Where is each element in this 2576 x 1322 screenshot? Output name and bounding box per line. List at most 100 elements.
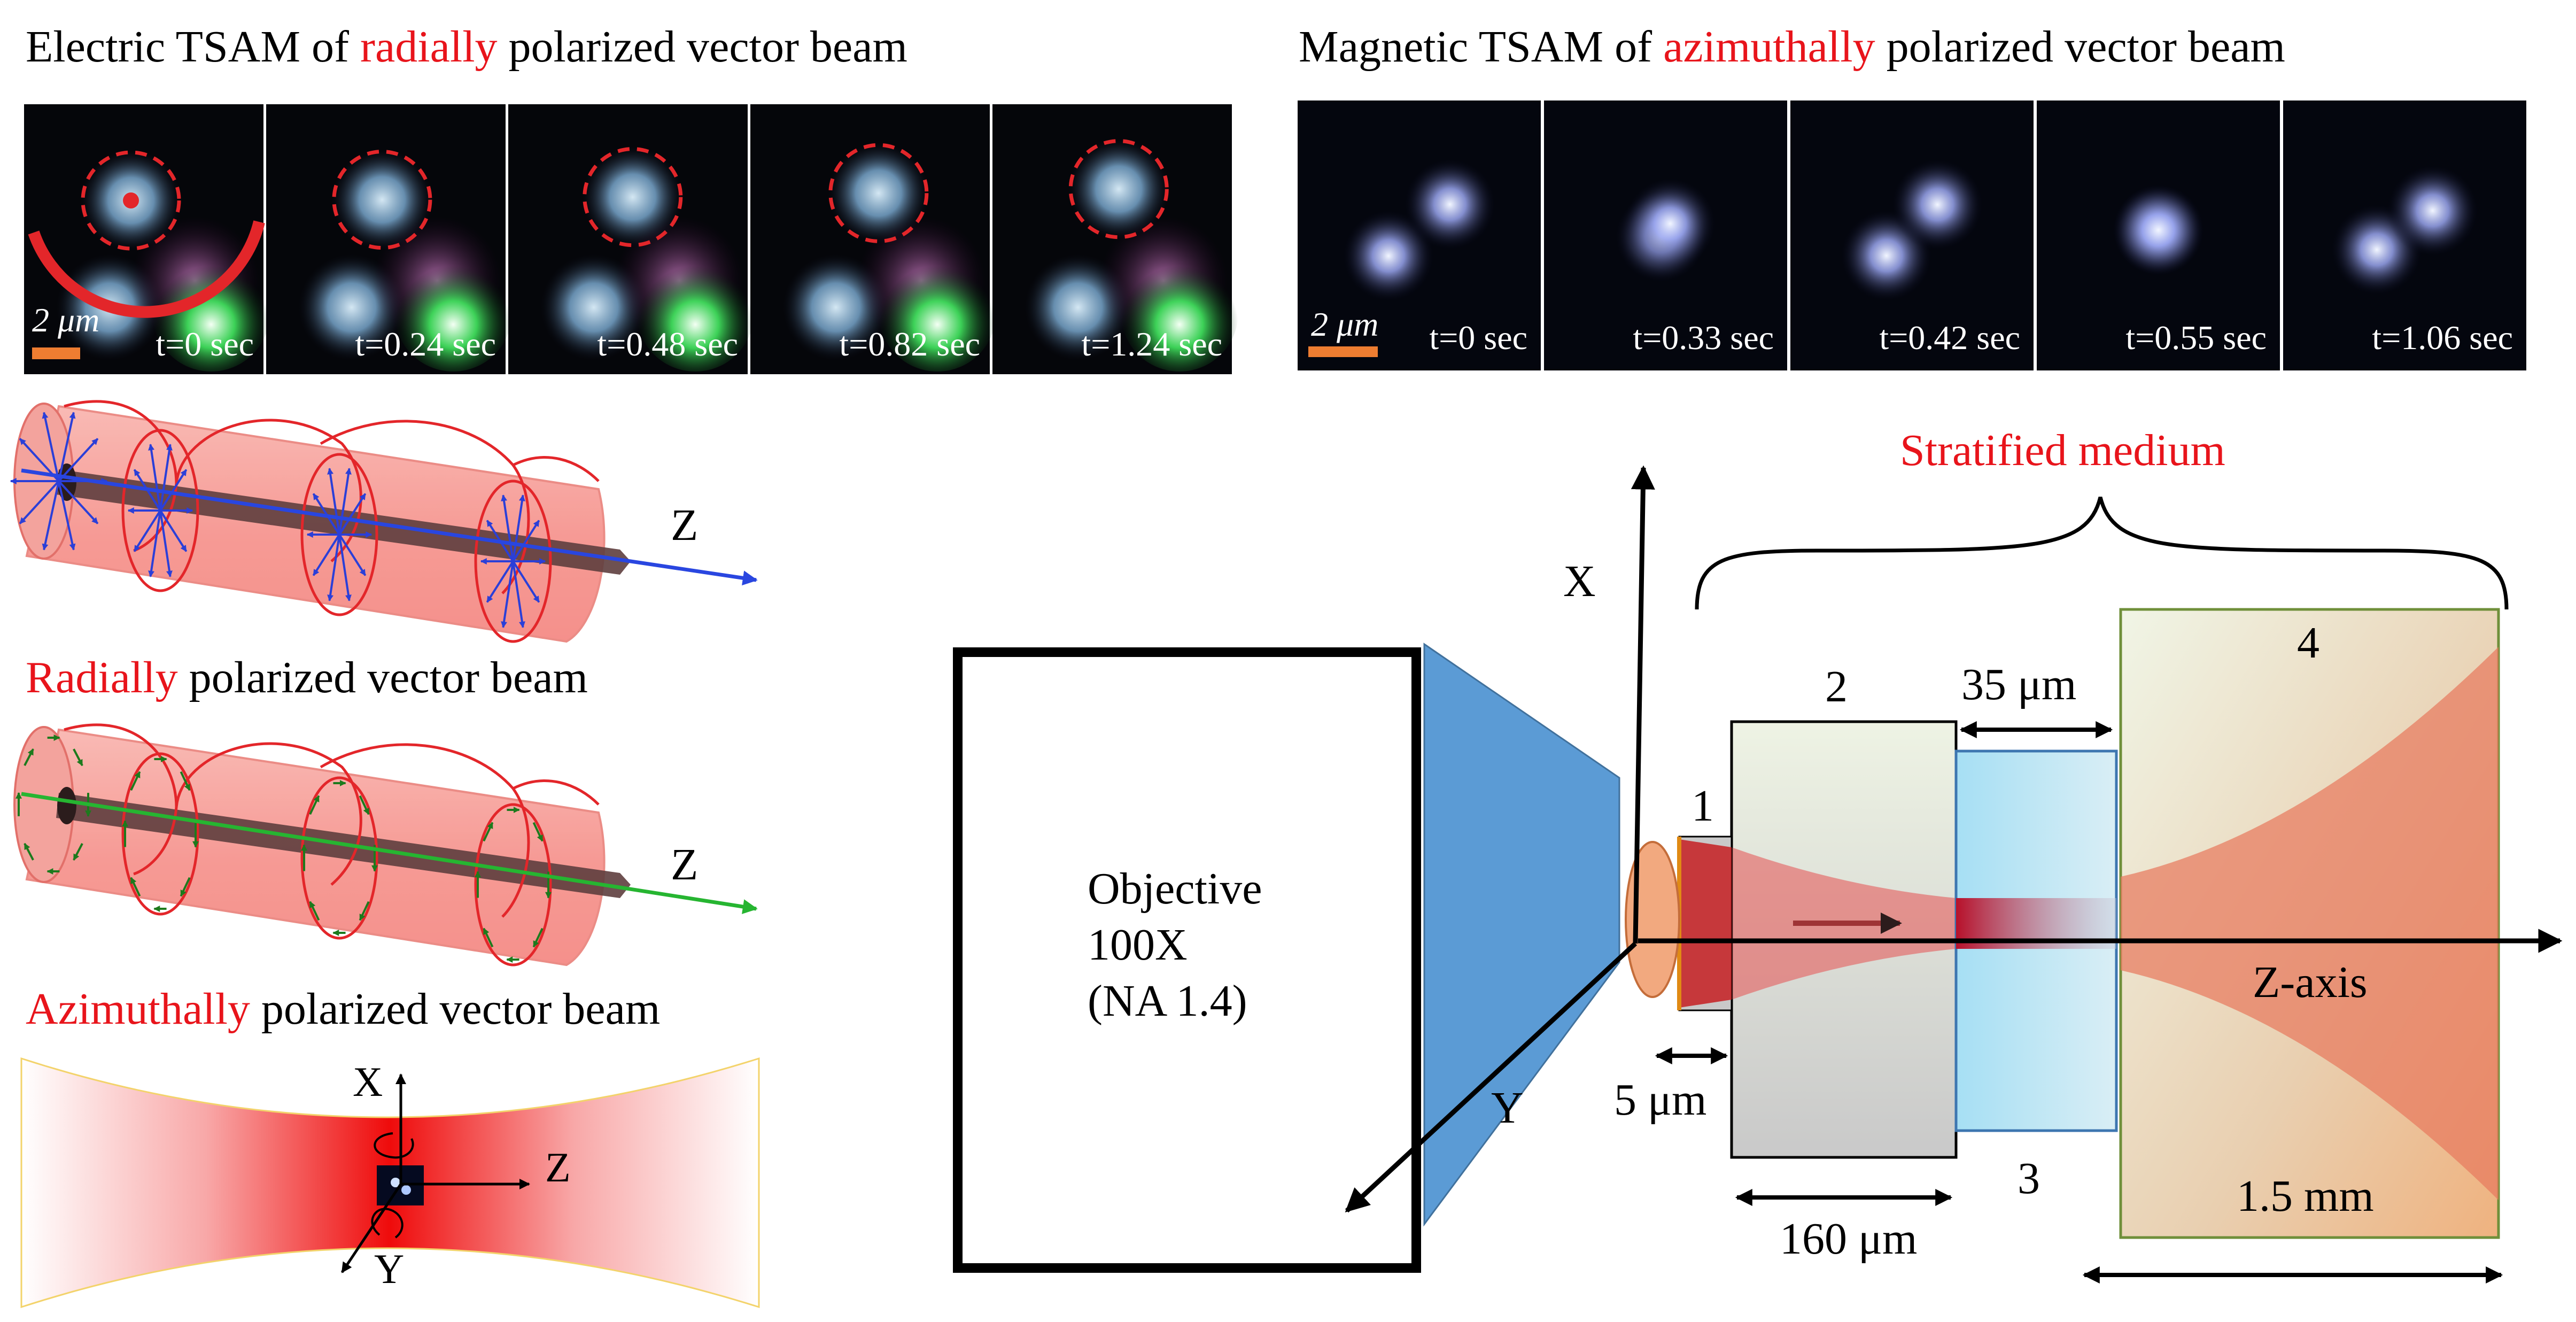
radial-polarization-arrow [512,561,525,628]
rotating-particle [1068,138,1170,240]
layer-1-number: 1 [1692,781,1714,831]
azimuthal-polarization-arrow [130,877,141,897]
rotation-arc [28,220,265,318]
time-label: t=1.06 sec [2372,319,2513,357]
azimuthal-beam-illustration: Z [13,723,758,967]
azimuthal-polarization-arrows [15,735,552,963]
particle-blob-b [1892,159,1983,250]
radial-polarization-arrow [159,444,173,511]
magnetic-frame: t=0.33 sec [1544,100,1787,370]
particle-blob-green [394,254,512,372]
time-label: t=0.48 sec [597,325,738,363]
objective-label-line-2: 100X [1088,920,1188,970]
time-label: t=0.42 sec [1879,319,2020,357]
azimuthal-polarization-arrow [359,901,370,921]
radial-polarization-arrow [486,560,514,603]
objective-label-line-3: (NA 1.4) [1088,976,1247,1026]
azimuthal-polarization-arrow [309,901,320,921]
radial-polarization-arrow [512,494,525,562]
layer-2-number: 2 [1825,662,1848,712]
radial-polarization-arrow [42,481,60,551]
magnetic-frame: t=1.06 sec [2283,100,2526,370]
electric-frame: 2 μmt=0 sec [24,104,270,374]
objective-lens-cone [1423,643,1620,1227]
azimuthal-helix [64,723,600,918]
radial-polarization-arrow [338,534,352,601]
particle-dashed-circle [583,147,683,248]
radial-caption-suffix: polarized vector beam [178,653,588,702]
radial-polarization-arrow [512,520,540,562]
particle-dashed-circle [1068,139,1169,239]
rotation-center-dot [123,192,139,208]
radial-polarization-arrow [327,534,340,601]
particle-blob-b [2387,165,2478,256]
electric-frame-strip: 2 μmt=0 sec t=0.24 sec t=0.48 sec t=0.82 se… [24,104,1238,374]
particle-dot-2 [401,1185,411,1195]
radial-polarization-arrow [501,561,514,628]
azimuthal-polarization-arrow [180,771,191,791]
particle-dashed-circle [81,150,181,251]
electric-frame: t=0.82 sec [750,104,996,374]
radial-z-label: Z [671,500,698,550]
focus-y-label: Y [374,1246,404,1292]
radial-polarization-arrow [58,480,99,524]
particle-blob-green [879,254,996,372]
time-label: t=0.55 sec [2125,319,2267,357]
layer-4-beam [2121,647,2499,1200]
radial-caption-highlight: Radially [26,653,178,702]
particle-blob-b [1404,159,1495,250]
focus-rotation-arc-2 [371,1208,404,1239]
time-label: t=0 sec [156,325,254,363]
radial-polarization-arrow [501,494,514,562]
radial-polarization-arrows [10,412,546,628]
particle-blob-green [1121,254,1238,372]
radial-polarization-arrow [338,468,352,535]
optical-setup-diagram: Stratified medium Objective 100X (NA 1.4… [953,426,2563,1284]
focus-z-label: Z [545,1144,571,1190]
time-label: t=0.82 sec [839,325,980,363]
radial-loop-3 [474,480,552,643]
azimuthal-polarization-arrow [532,822,544,842]
radial-beam-illustration: Z [10,400,758,643]
azimuthal-polarization-arrow [359,795,370,815]
radial-polarization-arrow [338,493,367,536]
radial-z-axis-arrow [21,468,758,586]
focus-x-label: X [353,1058,383,1105]
azimuthal-polarization-arrow [309,795,320,815]
time-label: t=0 sec [1429,319,1527,357]
stratified-medium-label: Stratified medium [1900,426,2225,475]
electric-title-highlight: radially [360,22,498,72]
azimuthal-beam-caption: Azimuthally polarized vector beam [26,984,660,1034]
magnetic-title-highlight: azimuthally [1663,22,1875,72]
dim-35um-label: 35 μm [1961,660,2076,709]
radial-polarization-arrow [327,468,340,535]
azimuthal-core-end [57,787,76,824]
particle-blob-a [1343,210,1434,301]
setup-y-axis [1345,941,1638,1213]
objective-body [953,647,1421,1273]
azimuthal-polarization-arrow [532,927,544,948]
azimuthal-z-label: Z [671,840,698,890]
magnetic-title-prefix: Magnetic TSAM of [1299,22,1663,72]
focus-rotation-arc-1 [374,1132,414,1159]
particle-blob-b [2113,184,2204,276]
radial-helix [64,400,600,594]
radial-polarization-arrow [42,412,60,482]
radial-polarization-arrow [148,510,161,577]
azimuthal-caption-highlight: Azimuthally [26,984,250,1034]
layer-3-number: 3 [2018,1154,2040,1203]
layer-4-number: 4 [2297,618,2319,668]
dim-5um-label: 5 μm [1614,1075,1706,1125]
particle-dashed-circle [332,150,432,250]
time-label: t=0.24 sec [355,325,496,363]
radial-polarization-arrow [133,509,161,552]
electric-frame: t=0.24 sec [266,104,512,374]
magnetic-tsam-title: Magnetic TSAM of azimuthally polarized v… [1299,22,2285,72]
dim-160um-label: 160 μm [1780,1214,1917,1264]
azimuthal-loop-1 [121,752,199,916]
dim-15mm-label: 1.5 mm [2237,1171,2374,1221]
azimuthal-loop-3 [474,803,552,967]
focus-y-axis [340,1183,402,1273]
